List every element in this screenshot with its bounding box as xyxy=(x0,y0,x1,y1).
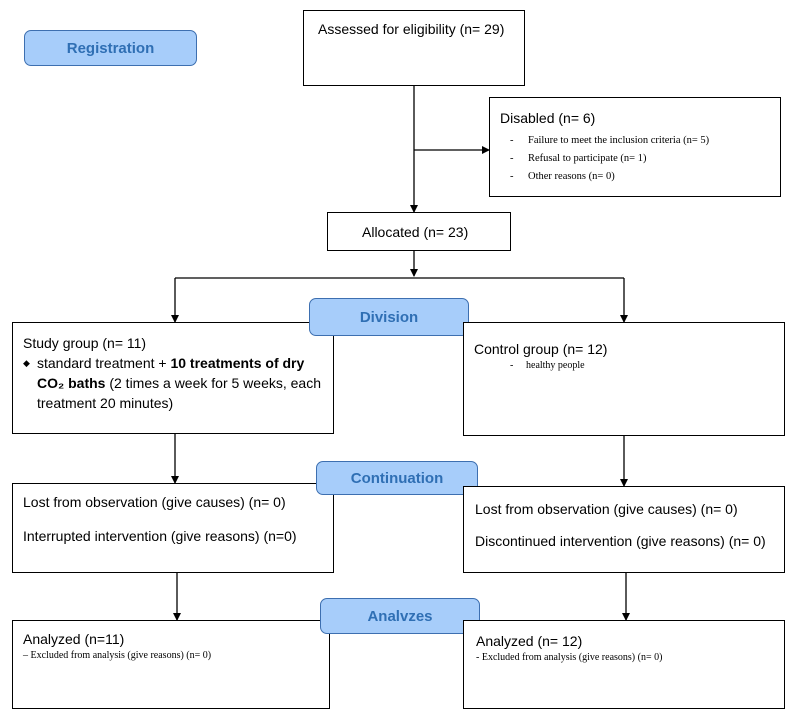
stage-division: Division xyxy=(309,298,469,336)
control-lost: Lost from observation (give causes) (n= … xyxy=(475,501,738,517)
disabled-title: Disabled (n= 6) xyxy=(500,110,596,126)
study-group-box: Study group (n= 11) ◆ standard treatment… xyxy=(12,322,334,434)
allocated-box: Allocated (n= 23) xyxy=(327,212,511,251)
control-followup-box: Lost from observation (give causes) (n= … xyxy=(463,486,785,573)
study-analyzed: Analyzed (n=11) xyxy=(23,631,125,647)
list-item: healthy people xyxy=(526,360,585,371)
stage-continuation: Continuation xyxy=(316,461,478,495)
assessed-label: Assessed for eligibility (n= 29) xyxy=(318,21,505,37)
diamond-bullet-icon: ◆ xyxy=(23,358,30,368)
treatment-details: (2 times a week for 5 weeks, each treatm… xyxy=(37,375,321,411)
treatment-bold-co2: CO₂ baths xyxy=(37,375,106,391)
treatment-bold: 10 treatments of dry xyxy=(170,355,305,371)
assessed-box: Assessed for eligibility (n= 29) xyxy=(303,10,525,86)
stage-analyzes: Analvzes xyxy=(320,598,480,634)
dash-icon: - xyxy=(510,360,514,371)
list-item: Refusal to participate (n= 1) xyxy=(500,150,780,168)
control-group-box: Control group (n= 12) - healthy people xyxy=(463,322,785,436)
list-item: Failure to meet the inclusion criteria (… xyxy=(500,132,780,150)
study-analysis-box: Analyzed (n=11) – Excluded from analysis… xyxy=(12,620,330,709)
study-group-title: Study group (n= 11) xyxy=(23,335,147,351)
control-group-title: Control group (n= 12) xyxy=(474,341,608,357)
control-analysis-box: Analyzed (n= 12) - Excluded from analysi… xyxy=(463,620,785,709)
control-group-item: - healthy people xyxy=(474,359,784,373)
disabled-reasons-list: Failure to meet the inclusion criteria (… xyxy=(500,132,780,186)
study-lost: Lost from observation (give causes) (n= … xyxy=(23,494,286,510)
stage-registration: Registration xyxy=(24,30,197,66)
study-excluded: – Excluded from analysis (give reasons) … xyxy=(23,650,212,661)
control-analyzed: Analyzed (n= 12) xyxy=(476,633,583,649)
study-treatment: ◆ standard treatment + 10 treatments of … xyxy=(23,353,323,413)
allocated-label: Allocated (n= 23) xyxy=(362,224,469,240)
control-excluded: - Excluded from analysis (give reasons) … xyxy=(476,652,663,663)
disabled-box: Disabled (n= 6) Failure to meet the incl… xyxy=(489,97,781,197)
treatment-prefix: standard treatment + xyxy=(37,355,171,371)
study-followup-box: Lost from observation (give causes) (n= … xyxy=(12,483,334,573)
study-interrupted: Interrupted intervention (give reasons) … xyxy=(23,528,297,544)
list-item: Other reasons (n= 0) xyxy=(500,168,780,186)
control-discontinued: Discontinued intervention (give reasons)… xyxy=(475,533,766,549)
